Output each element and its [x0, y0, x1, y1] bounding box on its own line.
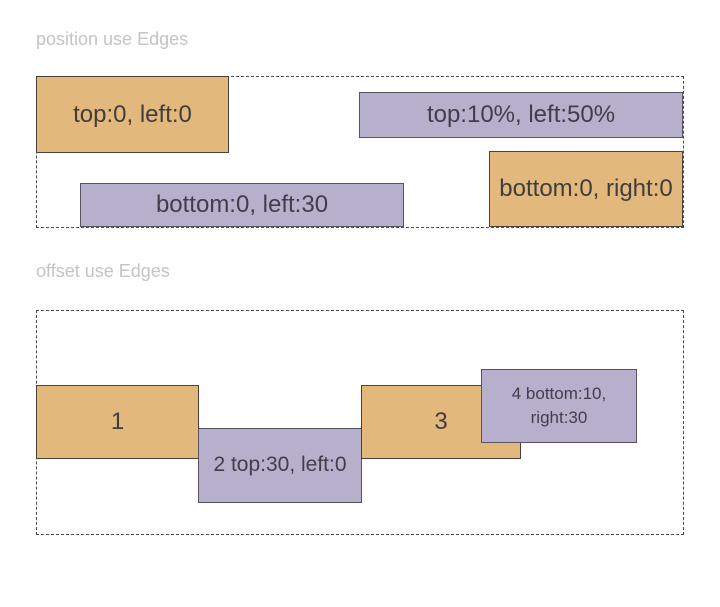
offset-demo-canvas: 1 2 top:30, left:0 3 4 bottom:10, right:…	[36, 310, 684, 535]
section-title-position: position use Edges	[36, 29, 189, 49]
box-offset-4-bottom-10-right-30: 4 bottom:10, right:30	[481, 369, 637, 443]
position-demo-canvas: top:0, left:0 top:10%, left:50% bottom:0…	[36, 76, 684, 228]
box-top-left: top:0, left:0	[36, 76, 229, 153]
box-top-10pct-left-50pct: top:10%, left:50%	[359, 92, 683, 138]
box-bottom-left-30: bottom:0, left:30	[80, 183, 404, 227]
box-offset-1: 1	[36, 385, 199, 459]
box-offset-2-top-30-left-0: 2 top:30, left:0	[198, 428, 362, 503]
box-bottom-right: bottom:0, right:0	[489, 151, 683, 227]
section-title-offset: offset use Edges	[36, 261, 170, 281]
